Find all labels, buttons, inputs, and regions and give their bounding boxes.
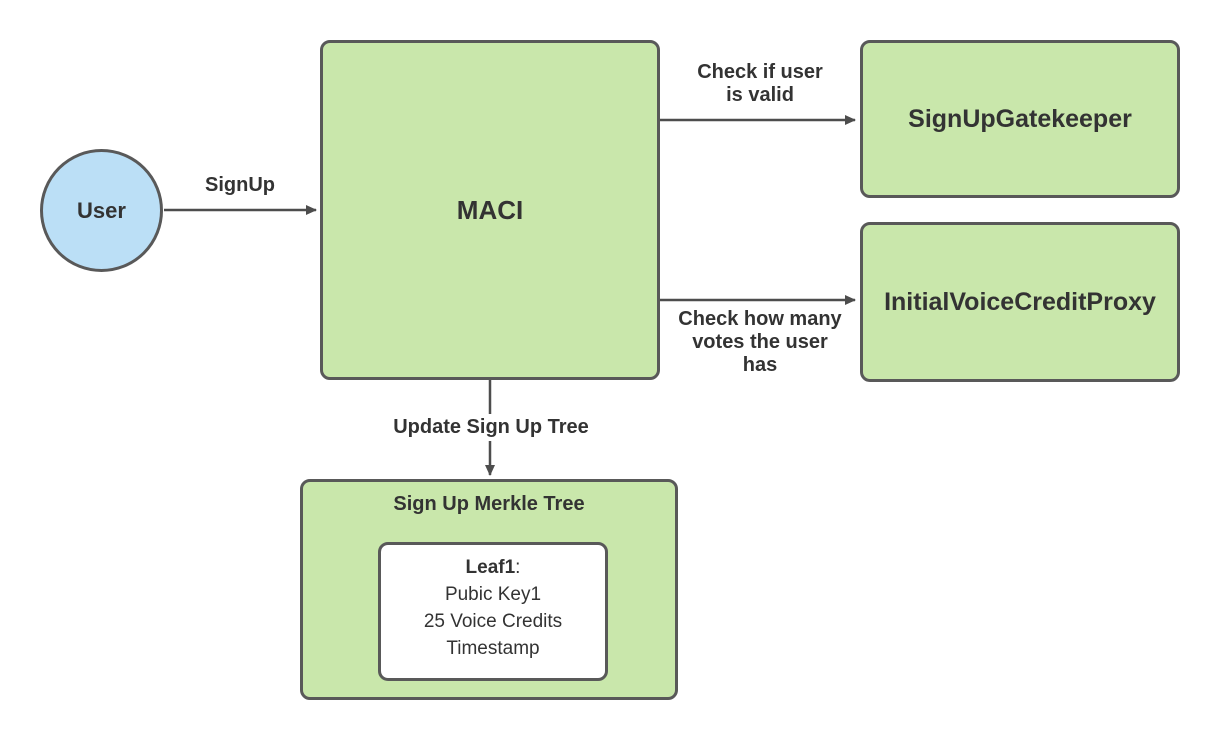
edge-label-check-how-many-votes: Check how many votes the user has <box>678 308 842 376</box>
merkle-leaf-title: Leaf1: <box>381 554 605 581</box>
node-signup-gatekeeper-label: SignUpGatekeeper <box>908 104 1132 133</box>
edge-label-signup: SignUp <box>205 174 275 196</box>
edge-label-check-if-user-is-valid: Check if user is valid <box>697 61 823 106</box>
node-signup-gatekeeper: SignUpGatekeeper <box>860 40 1180 198</box>
node-signup-merkle-tree: Sign Up Merkle Tree Leaf1: Pubic Key1 25… <box>300 479 678 700</box>
merkle-leaf-line-timestamp: Timestamp <box>446 638 540 659</box>
merkle-leaf-line-public-key: Pubic Key1 <box>444 584 542 605</box>
edge-label-update-signup-tree: Update Sign Up Tree <box>382 414 600 441</box>
node-signup-merkle-tree-title: Sign Up Merkle Tree <box>393 493 585 515</box>
node-user: User <box>40 149 163 272</box>
node-initial-voice-credit-proxy: InitialVoiceCreditProxy <box>860 222 1180 382</box>
node-user-label: User <box>77 197 126 223</box>
node-initial-voice-credit-proxy-label: InitialVoiceCreditProxy <box>884 287 1156 316</box>
node-maci-label: MACI <box>456 194 524 225</box>
merkle-leaf-line-voice-credits: 25 Voice Credits <box>423 611 563 632</box>
node-maci: MACI <box>320 40 660 380</box>
merkle-leaf-name: Leaf1 <box>465 557 516 578</box>
merkle-leaf-card: Leaf1: Pubic Key1 25 Voice Credits Times… <box>378 542 608 681</box>
merkle-leaf-separator: : <box>515 557 521 578</box>
